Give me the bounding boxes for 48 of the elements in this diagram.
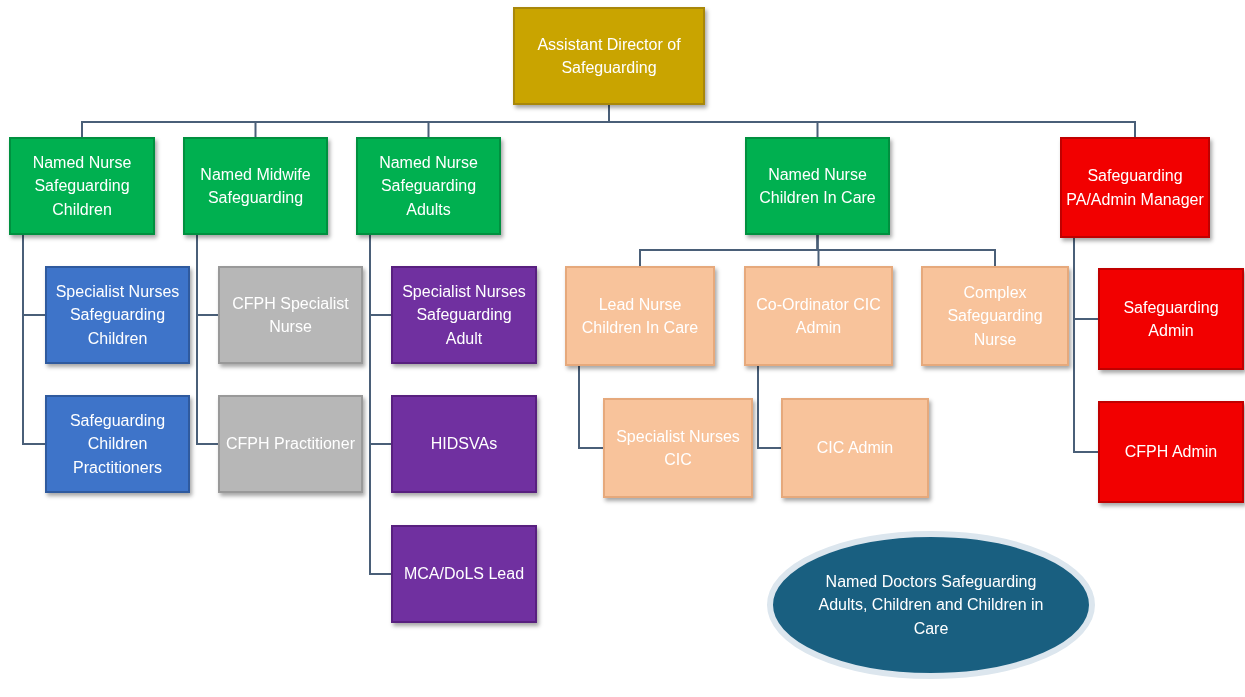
org-box [218,266,363,364]
org-box [1098,401,1244,503]
role-title: Named Nurse Safeguarding Adults [378,153,479,220]
role-title: MCA/DoLS Lead [403,564,525,585]
org-box [218,395,363,493]
role-title: Co-Ordinator CIC Admin [755,294,882,338]
connector-line [196,234,219,445]
org-box [45,395,190,493]
role-title: Complex Safeguarding Nurse [946,283,1044,350]
role-title: Specialist Nurses Safeguarding Children [54,282,181,349]
role-title: Safeguarding Admin [1122,297,1220,341]
role-title: Named Nurse Children In Care [758,164,877,208]
org-box [391,395,537,493]
role-title: Named Nurse Safeguarding Children [31,153,133,220]
role-title: Specialist Nurses CIC [615,426,741,470]
org-box [45,266,190,364]
role-title: Safeguarding Children Practitioners [68,411,167,478]
role-title: Named Doctors Safeguarding Adults, Children and Children in Care [817,572,1045,639]
role-title: CFPH Specialist Nurse [231,293,350,337]
org-box [183,137,328,235]
connector-line [369,234,392,575]
org-box [9,137,155,235]
connector-line [22,234,46,445]
role-title: CFPH Admin [1124,442,1218,463]
connector-line [816,234,996,267]
connector-line [757,365,782,449]
org-box [781,398,929,498]
org-box [356,137,501,235]
org-box [391,266,537,364]
org-box [1098,268,1244,370]
role-title: Safeguarding PA/Admin Manager [1066,166,1204,210]
org-box [513,7,705,105]
role-title: Named Midwife Safeguarding [199,164,312,208]
role-title: Assistant Director of Safeguarding [536,34,682,78]
org-box [921,266,1069,366]
role-title: HIDSVAs [430,434,498,455]
role-title: Lead Nurse Children In Care [580,294,700,338]
org-box [745,137,890,235]
role-title: CIC Admin [816,438,894,459]
org-box [603,398,753,498]
org-box [744,266,893,366]
connector-line [1073,237,1099,453]
connector-line [578,365,604,449]
role-title: CFPH Practitioner [226,434,355,455]
org-box [391,525,537,623]
role-title: Specialist Nurses Safeguarding Adult [401,282,527,349]
org-box [1060,137,1210,238]
org-box [565,266,715,366]
